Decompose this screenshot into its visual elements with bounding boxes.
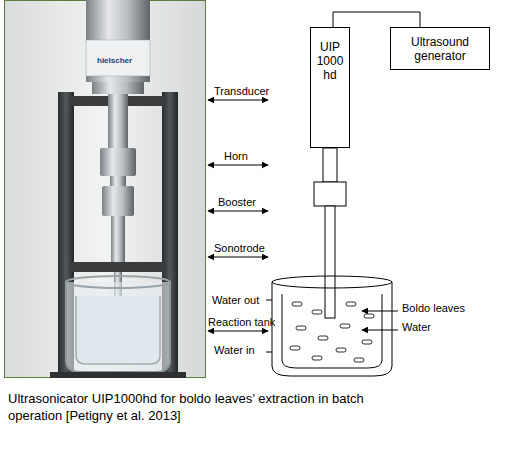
leaf-symbols xyxy=(290,302,374,362)
part-label: Horn xyxy=(224,150,248,163)
process-box: Ultrasound generator xyxy=(390,27,490,70)
part-label: Boldo leaves xyxy=(402,302,465,315)
box-text: Ultrasound generator xyxy=(391,35,489,63)
part-label: Water in xyxy=(214,344,255,357)
part-label: Water xyxy=(402,321,431,334)
part-label: Transducer xyxy=(214,85,269,98)
box-text: UIP 1000 hd xyxy=(311,40,349,82)
device-photo xyxy=(4,0,206,378)
sonotrode-schematic xyxy=(266,148,392,376)
figure-caption: Ultrasonicator UIP1000hd for boldo leave… xyxy=(8,390,418,424)
part-label: Sonotrode xyxy=(214,242,265,255)
connector-wire xyxy=(333,12,420,27)
part-label: Reaction tank xyxy=(208,316,275,329)
part-label: hielscher xyxy=(97,54,132,67)
process-box: UIP 1000 hd xyxy=(310,27,350,148)
leader-arrows xyxy=(208,100,398,331)
part-label: Water out xyxy=(212,294,259,307)
part-label: Booster xyxy=(218,196,256,209)
